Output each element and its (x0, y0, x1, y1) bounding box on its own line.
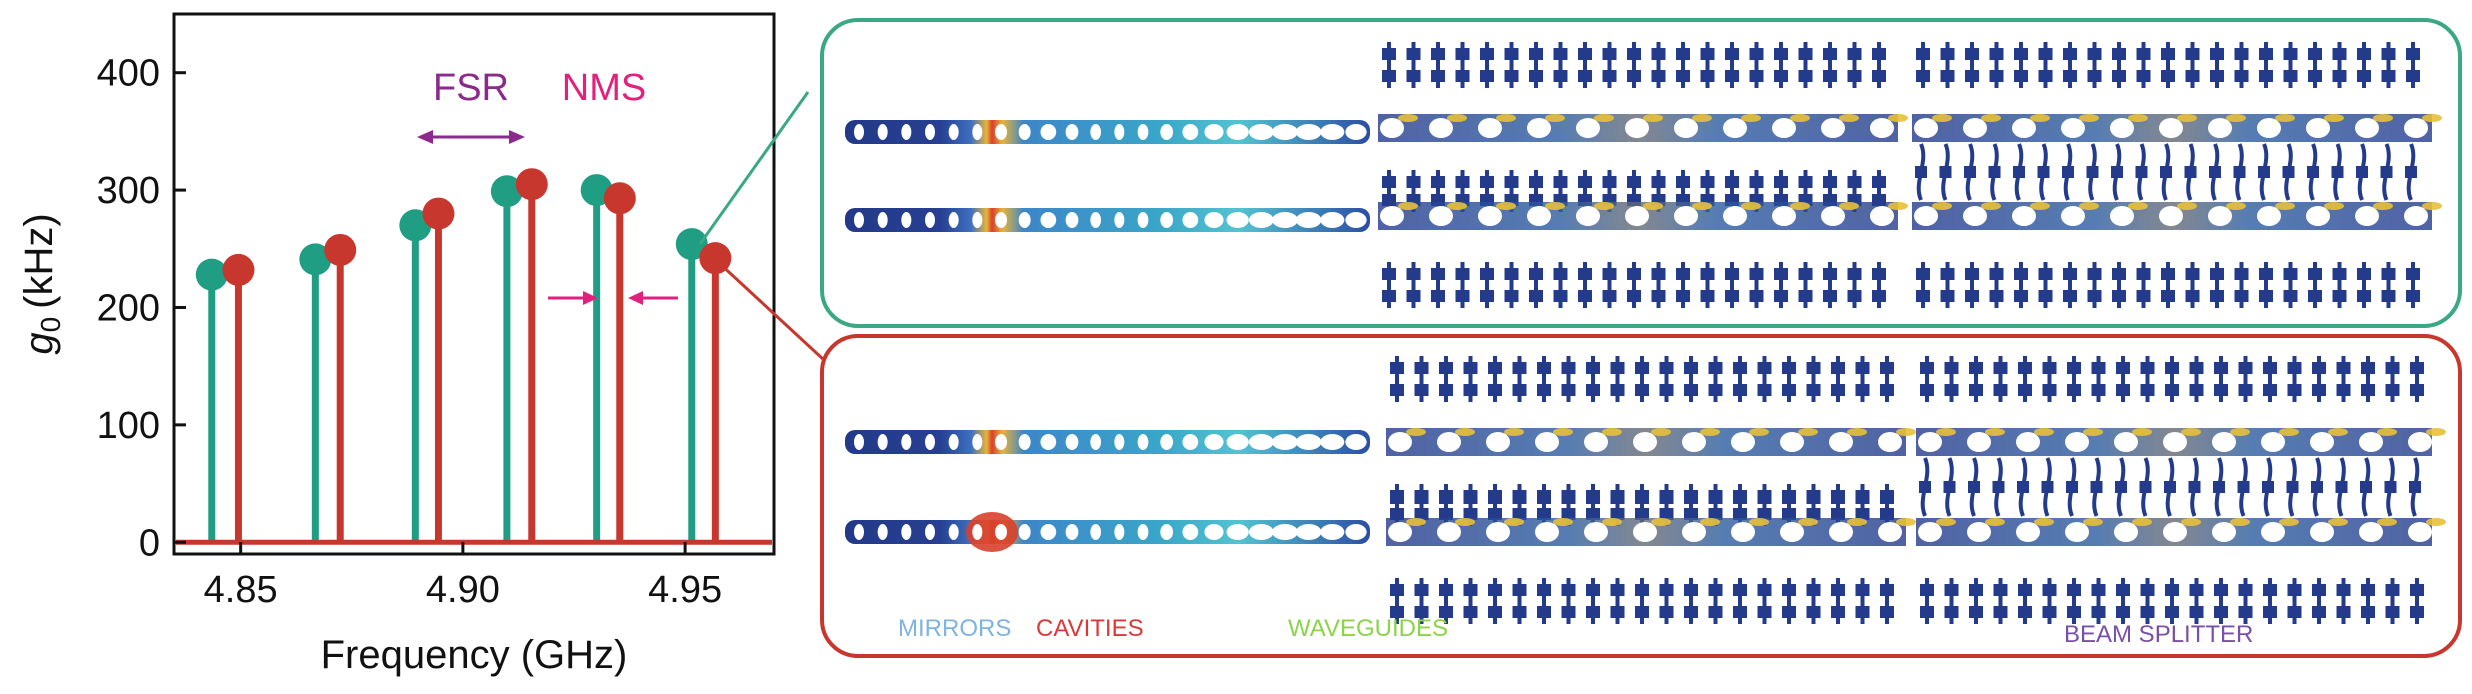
phononic-crystal (1378, 170, 1908, 308)
stem-marker (675, 228, 708, 261)
green-connector (698, 91, 810, 245)
green-panel (820, 18, 2462, 328)
nanobeam (845, 120, 1370, 144)
fsr-label: FSR (433, 67, 509, 109)
nanobeam (845, 430, 1370, 454)
fsr-arrow (417, 130, 525, 144)
y-axis-symbol: g (17, 332, 61, 354)
y-tick-label: 300 (97, 170, 160, 212)
x-tick-label: 4.95 (648, 569, 722, 611)
plot-frame (172, 12, 776, 556)
phononic-crystal (1912, 42, 2442, 142)
stem-marker (515, 168, 548, 201)
chart-dots (195, 168, 732, 291)
nms-arrows (548, 291, 678, 305)
stem-marker (422, 197, 455, 230)
red-connector (716, 260, 826, 362)
stem-chart: 0 100 200 300 400 4.85 4.90 4.95 Frequency (GH… (17, 12, 776, 677)
nanobeam (845, 208, 1370, 232)
legend-mirrors: MIRRORS (898, 615, 1011, 642)
legend-cavities: CAVITIES (1036, 615, 1144, 642)
device-simulations (845, 42, 2446, 624)
y-tick-label: 400 (97, 53, 160, 95)
y-axis-subscript: 0 (35, 317, 66, 333)
x-axis-label: Frequency (GHz) (321, 633, 628, 677)
y-ticks: 0 100 200 300 400 (97, 53, 186, 564)
stem-marker (222, 253, 255, 286)
phononic-crystal (1912, 202, 2442, 308)
chart-stems (176, 184, 772, 545)
legend-beam-splitter: BEAM SPLITTER (2064, 621, 2253, 648)
beam-splitter (1915, 143, 2417, 201)
beam-splitter (1919, 457, 2421, 517)
stem-marker (195, 258, 228, 291)
stem-marker (299, 243, 332, 276)
x-tick-label: 4.90 (426, 569, 500, 611)
y-axis-label: g0 (kHz) (17, 213, 66, 354)
phononic-crystal (1386, 486, 1916, 624)
y-axis-unit: (kHz) (17, 213, 61, 309)
x-ticks: 4.85 4.90 4.95 (204, 542, 722, 611)
x-tick-label: 4.85 (204, 569, 278, 611)
phononic-crystal (1916, 356, 2446, 456)
legend-waveguides: WAVEGUIDES (1288, 615, 1448, 642)
stem-marker (324, 233, 357, 266)
nms-label: NMS (562, 67, 646, 109)
nanobeam (845, 512, 1370, 552)
stem-marker (603, 182, 636, 215)
y-tick-label: 0 (139, 522, 160, 564)
phononic-crystal (1916, 518, 2446, 624)
stem-marker (490, 175, 523, 208)
y-tick-label: 200 (97, 287, 160, 329)
y-tick-label: 100 (97, 405, 160, 447)
